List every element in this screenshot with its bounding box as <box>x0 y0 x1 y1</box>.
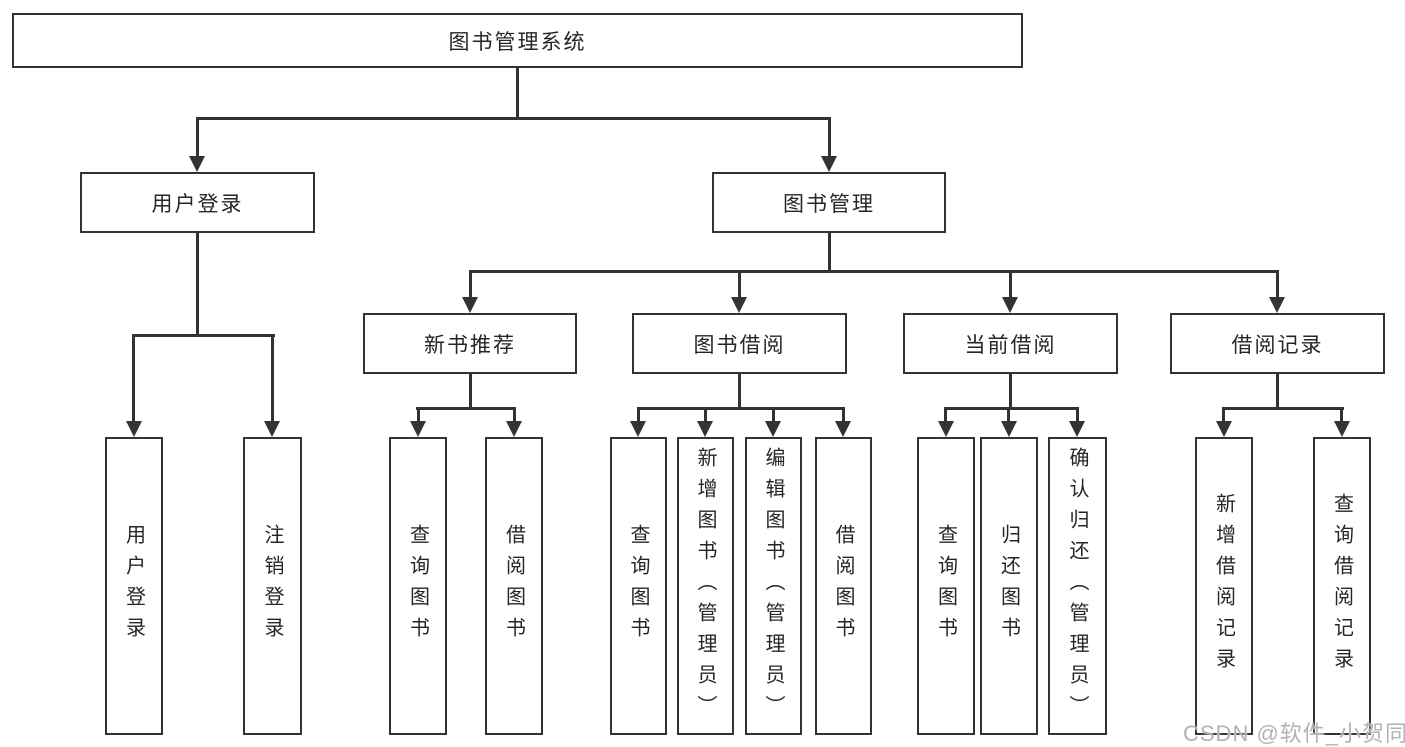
node-new-book-recommend: 新书推荐 <box>363 313 577 374</box>
connector-arrowhead <box>126 421 142 437</box>
leaf-borrow-borrow-book: 借阅图书 <box>815 437 872 735</box>
watermark: CSDN @软件_小贺同学 <box>1183 721 1405 746</box>
connector-vline <box>417 407 420 424</box>
connector-vline <box>516 68 519 120</box>
connector-arrowhead <box>506 421 522 437</box>
connector-hline <box>469 270 1279 273</box>
connector-vline <box>196 117 199 158</box>
connector-vline <box>271 334 274 423</box>
connector-arrowhead <box>1334 421 1350 437</box>
connector-vline <box>1076 407 1079 424</box>
connector-vline <box>738 270 741 300</box>
connector-arrowhead <box>462 297 478 313</box>
connector-vline <box>132 334 135 423</box>
connector-vline <box>469 374 472 410</box>
connector-arrowhead <box>410 421 426 437</box>
connector-vline <box>1276 374 1279 410</box>
connector-arrowhead <box>731 297 747 313</box>
connector-vline <box>772 407 775 424</box>
connector-arrowhead <box>630 421 646 437</box>
connector-arrowhead <box>697 421 713 437</box>
connector-arrowhead <box>938 421 954 437</box>
connector-vline <box>1276 270 1279 300</box>
node-book-management: 图书管理 <box>712 172 946 233</box>
connector-vline <box>1009 270 1012 300</box>
connector-arrowhead <box>765 421 781 437</box>
node-root: 图书管理系统 <box>12 13 1023 68</box>
connector-vline <box>738 374 741 410</box>
connector-hline <box>132 334 275 337</box>
leaf-record-add-borrow-record: 新增借阅记录 <box>1195 437 1253 735</box>
connector-arrowhead <box>1269 297 1285 313</box>
leaf-logout: 注销登录 <box>243 437 302 735</box>
connector-vline <box>637 407 640 424</box>
connector-vline <box>704 407 707 424</box>
connector-vline <box>1340 407 1343 424</box>
connector-hline <box>944 407 1079 410</box>
connector-arrowhead <box>1216 421 1232 437</box>
leaf-recommend-query-book: 查询图书 <box>389 437 447 735</box>
leaf-user-login: 用户登录 <box>105 437 163 735</box>
connector-arrowhead <box>264 421 280 437</box>
connector-arrowhead <box>1001 421 1017 437</box>
connector-arrowhead <box>189 156 205 172</box>
leaf-borrow-edit-book-admin: 编辑图书（管理员） <box>745 437 802 735</box>
leaf-current-query-book: 查询图书 <box>917 437 975 735</box>
connector-hline <box>416 407 516 410</box>
connector-vline <box>1007 407 1010 424</box>
connector-vline <box>842 407 845 424</box>
connector-hline <box>637 407 845 410</box>
connector-arrowhead <box>835 421 851 437</box>
node-borrow-record: 借阅记录 <box>1170 313 1385 374</box>
connector-vline <box>828 233 831 273</box>
connector-vline <box>944 407 947 424</box>
connector-vline <box>1009 374 1012 410</box>
leaf-current-confirm-return-admin: 确认归还（管理员） <box>1048 437 1107 735</box>
connector-hline <box>196 117 831 120</box>
connector-hline <box>1222 407 1344 410</box>
connector-vline <box>513 407 516 424</box>
connector-arrowhead <box>1069 421 1085 437</box>
node-current-borrow: 当前借阅 <box>903 313 1118 374</box>
connector-vline <box>1222 407 1225 424</box>
leaf-recommend-borrow-book: 借阅图书 <box>485 437 543 735</box>
node-book-borrow: 图书借阅 <box>632 313 847 374</box>
connector-arrowhead <box>821 156 837 172</box>
node-user-login: 用户登录 <box>80 172 315 233</box>
connector-arrowhead <box>1002 297 1018 313</box>
connector-vline <box>469 270 472 300</box>
leaf-record-query-borrow-record: 查询借阅记录 <box>1313 437 1371 735</box>
leaf-borrow-add-book-admin: 新增图书（管理员） <box>677 437 734 735</box>
connector-vline <box>828 117 831 158</box>
connector-vline <box>196 233 199 337</box>
leaf-current-return-book: 归还图书 <box>980 437 1038 735</box>
leaf-borrow-query-book: 查询图书 <box>610 437 667 735</box>
